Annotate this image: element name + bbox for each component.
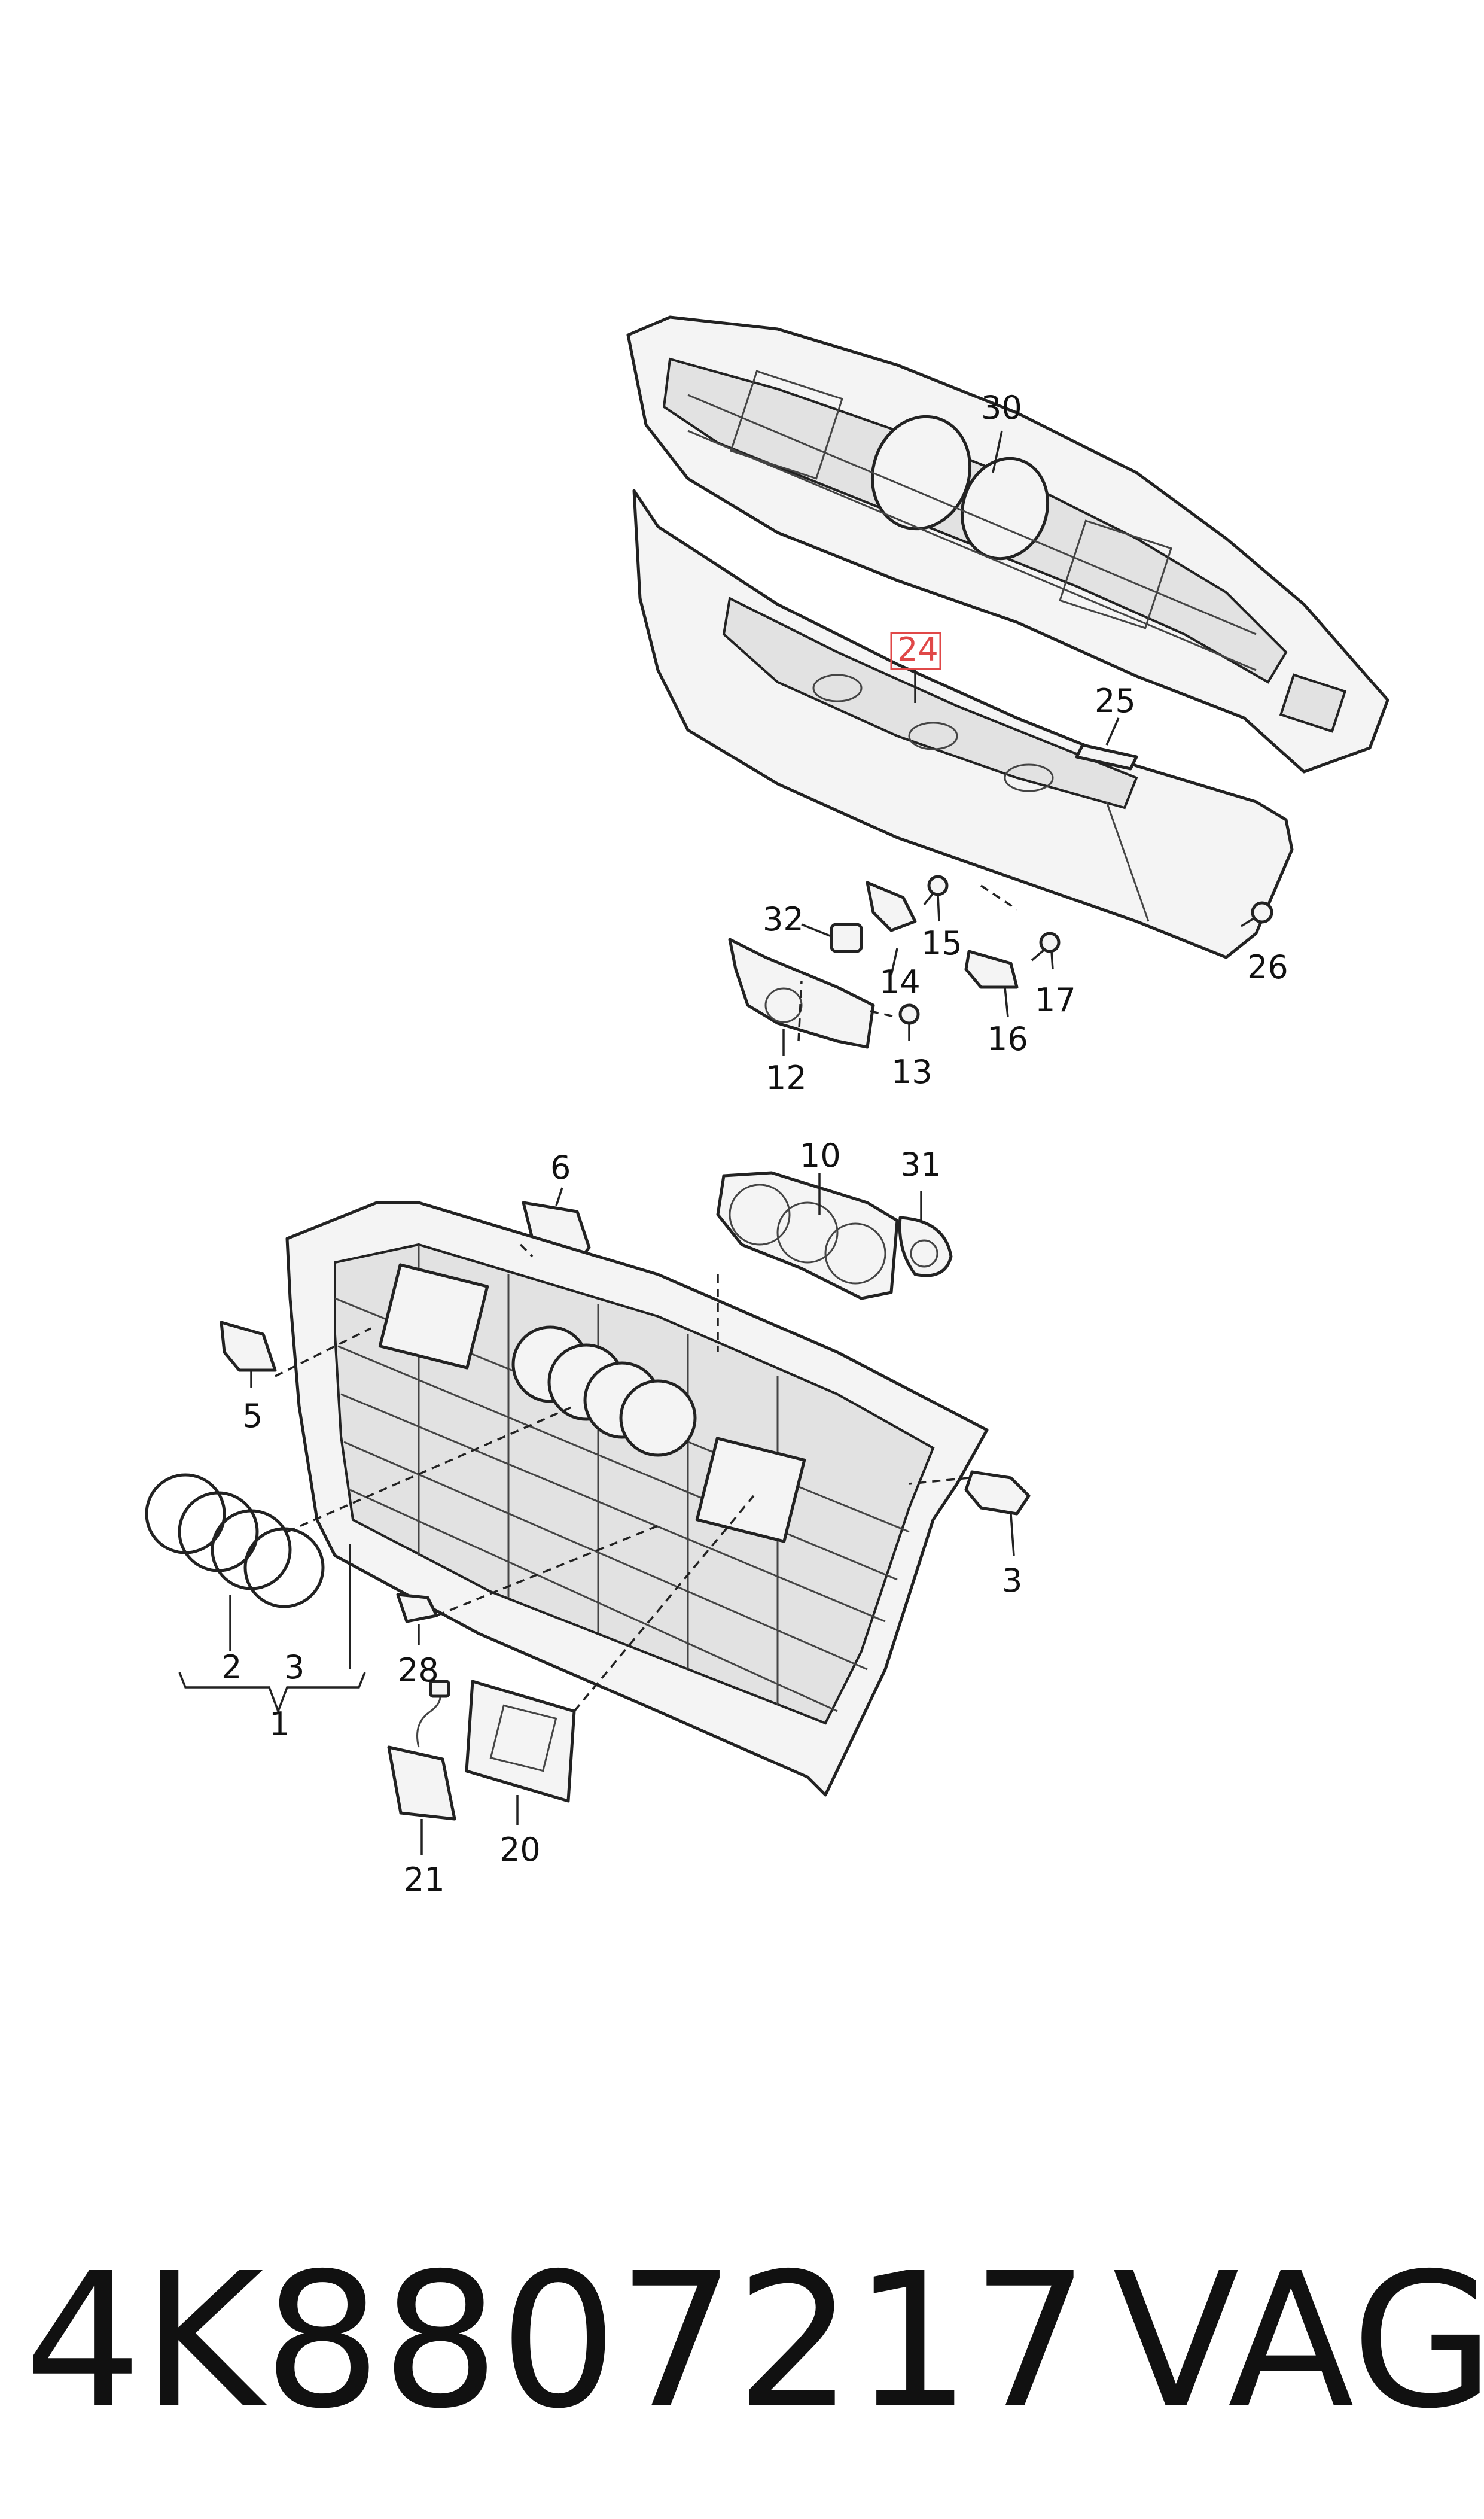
assembly-lines: [275, 884, 1017, 1712]
leader-lines: [178, 430, 1120, 1855]
callout-26: 26: [1247, 948, 1288, 986]
callout-30: 30: [981, 389, 1022, 427]
part-17-screw: [1031, 932, 1061, 962]
part-number: 4K8807217: [24, 2234, 1089, 2450]
callout-24-highlight-box: [890, 632, 941, 670]
callout-15: 15: [921, 924, 962, 962]
footer: 4K8807217 VAG: [24, 2234, 1484, 2450]
part-30-carrier: [626, 315, 1389, 774]
part-5-clip: [220, 1321, 277, 1372]
callout-24: 24: [897, 631, 938, 668]
part-15-screw: [923, 875, 949, 906]
part-13-screw: [898, 1003, 920, 1025]
callout-2: 2: [221, 1648, 242, 1686]
callout-13: 13: [891, 1053, 933, 1091]
part-31-cover: [898, 1216, 953, 1277]
brand-label: VAG: [1113, 2234, 1484, 2450]
part-14-bracket: [866, 881, 917, 932]
grille-emblem-rings: [511, 1325, 697, 1457]
callout-20: 20: [499, 1831, 541, 1869]
callout-28: 28: [398, 1651, 439, 1689]
callout-3-left: 3: [284, 1648, 304, 1686]
part-24-panel: [632, 489, 1294, 959]
callout-32: 32: [763, 900, 804, 938]
callout-21: 21: [404, 1861, 445, 1899]
part-10-emblem-bracket: [716, 1171, 899, 1300]
callout-25: 25: [1095, 682, 1136, 720]
callout-16: 16: [987, 1020, 1028, 1058]
part-16-sensor-bracket: [964, 950, 1019, 989]
part-25-clip: [1075, 743, 1138, 771]
callout-5: 5: [242, 1397, 263, 1435]
part-26-screw: [1241, 901, 1273, 927]
callout-17: 17: [1035, 981, 1076, 1019]
main-grille: [285, 1201, 989, 1797]
part-3-clip: [964, 1470, 1031, 1516]
part-21-sensor: [387, 1680, 456, 1821]
part-2-emblem-rings: [145, 1473, 325, 1608]
callout-3-right: 3: [1002, 1562, 1022, 1599]
part-32-sensor: [830, 923, 863, 953]
callout-10: 10: [800, 1137, 841, 1175]
callout-12: 12: [766, 1059, 807, 1097]
part-20-holder: [465, 1680, 576, 1803]
callout-14: 14: [879, 963, 921, 1001]
callout-6: 6: [550, 1149, 571, 1187]
callouts: 30 24 25 32 15 14 17 26 16 13 12 6 10 31…: [221, 389, 1288, 1899]
callout-1: 1: [269, 1705, 290, 1743]
callout-31: 31: [900, 1146, 941, 1184]
